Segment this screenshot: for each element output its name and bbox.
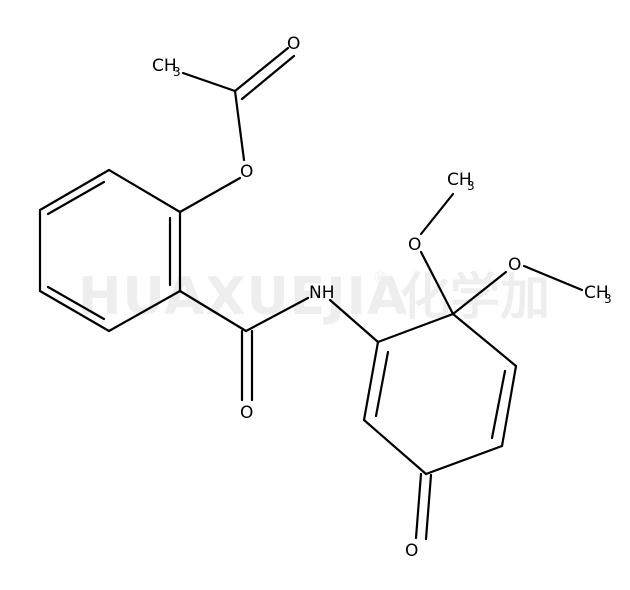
bond-ring-4-inner [46,285,106,321]
bond-ring-2 [38,168,111,212]
watermark-registered-mark: ® [372,268,388,287]
atom-nh: NH [309,283,335,303]
bond-ring-2-inner [46,180,106,216]
atom-o-ketone: O [405,541,418,561]
atom-ch3-acetyl: CH [152,56,177,76]
bond-carbonyl-o-b [240,54,296,101]
bond-r2-1 [376,312,455,344]
atom-ch3-acetyl-subscript: 3 [173,65,181,79]
bond-r2-6 [451,312,518,368]
bonds [38,46,584,541]
atom-ch3-methoxy-right-subscript: 3 [604,292,612,306]
bond-r2-5 [500,364,518,448]
bond-ketone-a [414,472,423,540]
bond-oester-ring [178,176,242,214]
bond-c-omethoxy2 [451,270,508,316]
atom-ch3-methoxy-top: CH [447,170,472,190]
bond-r2-2-inner [374,350,390,418]
bond-ring-1 [107,168,182,214]
bond-ring-4 [38,289,111,333]
atom-labels: O CH 3 O NH O CH 3 O O CH 3 O [152,34,612,561]
bond-amidec-nh [244,296,310,333]
atom-o-methoxy-2: O [508,255,521,275]
bond-ring-amidec [178,289,248,333]
bond-c-omethoxy1 [419,250,455,316]
bond-omethoxy2-ch3 [522,264,584,292]
bond-ch3-carbonyl [181,71,237,93]
atom-o-ester: O [240,162,253,182]
atom-ch3-methoxy-top-subscript: 3 [467,179,475,193]
bond-ring-5 [107,289,182,333]
bond-r2-4 [424,444,504,476]
bond-r2-2 [362,340,380,422]
watermark-latin: HUAXUEJIA [78,267,408,327]
atom-o-acetyl-carbonyl: O [287,34,300,54]
bond-carbonyl-oester [233,89,246,162]
atom-o-methoxy-1: O [408,235,421,255]
bond-r2-3 [362,418,428,476]
bond-omethoxy1-ch3 [419,192,455,236]
bond-carbonyl-o-a [233,46,290,93]
atom-o-amide: O [240,403,253,423]
bond-ketone-b [424,473,433,541]
bond-nh-ring2 [328,298,380,344]
atom-ch3-methoxy-right: CH [584,283,609,303]
bond-r2-5-inner [490,369,507,440]
